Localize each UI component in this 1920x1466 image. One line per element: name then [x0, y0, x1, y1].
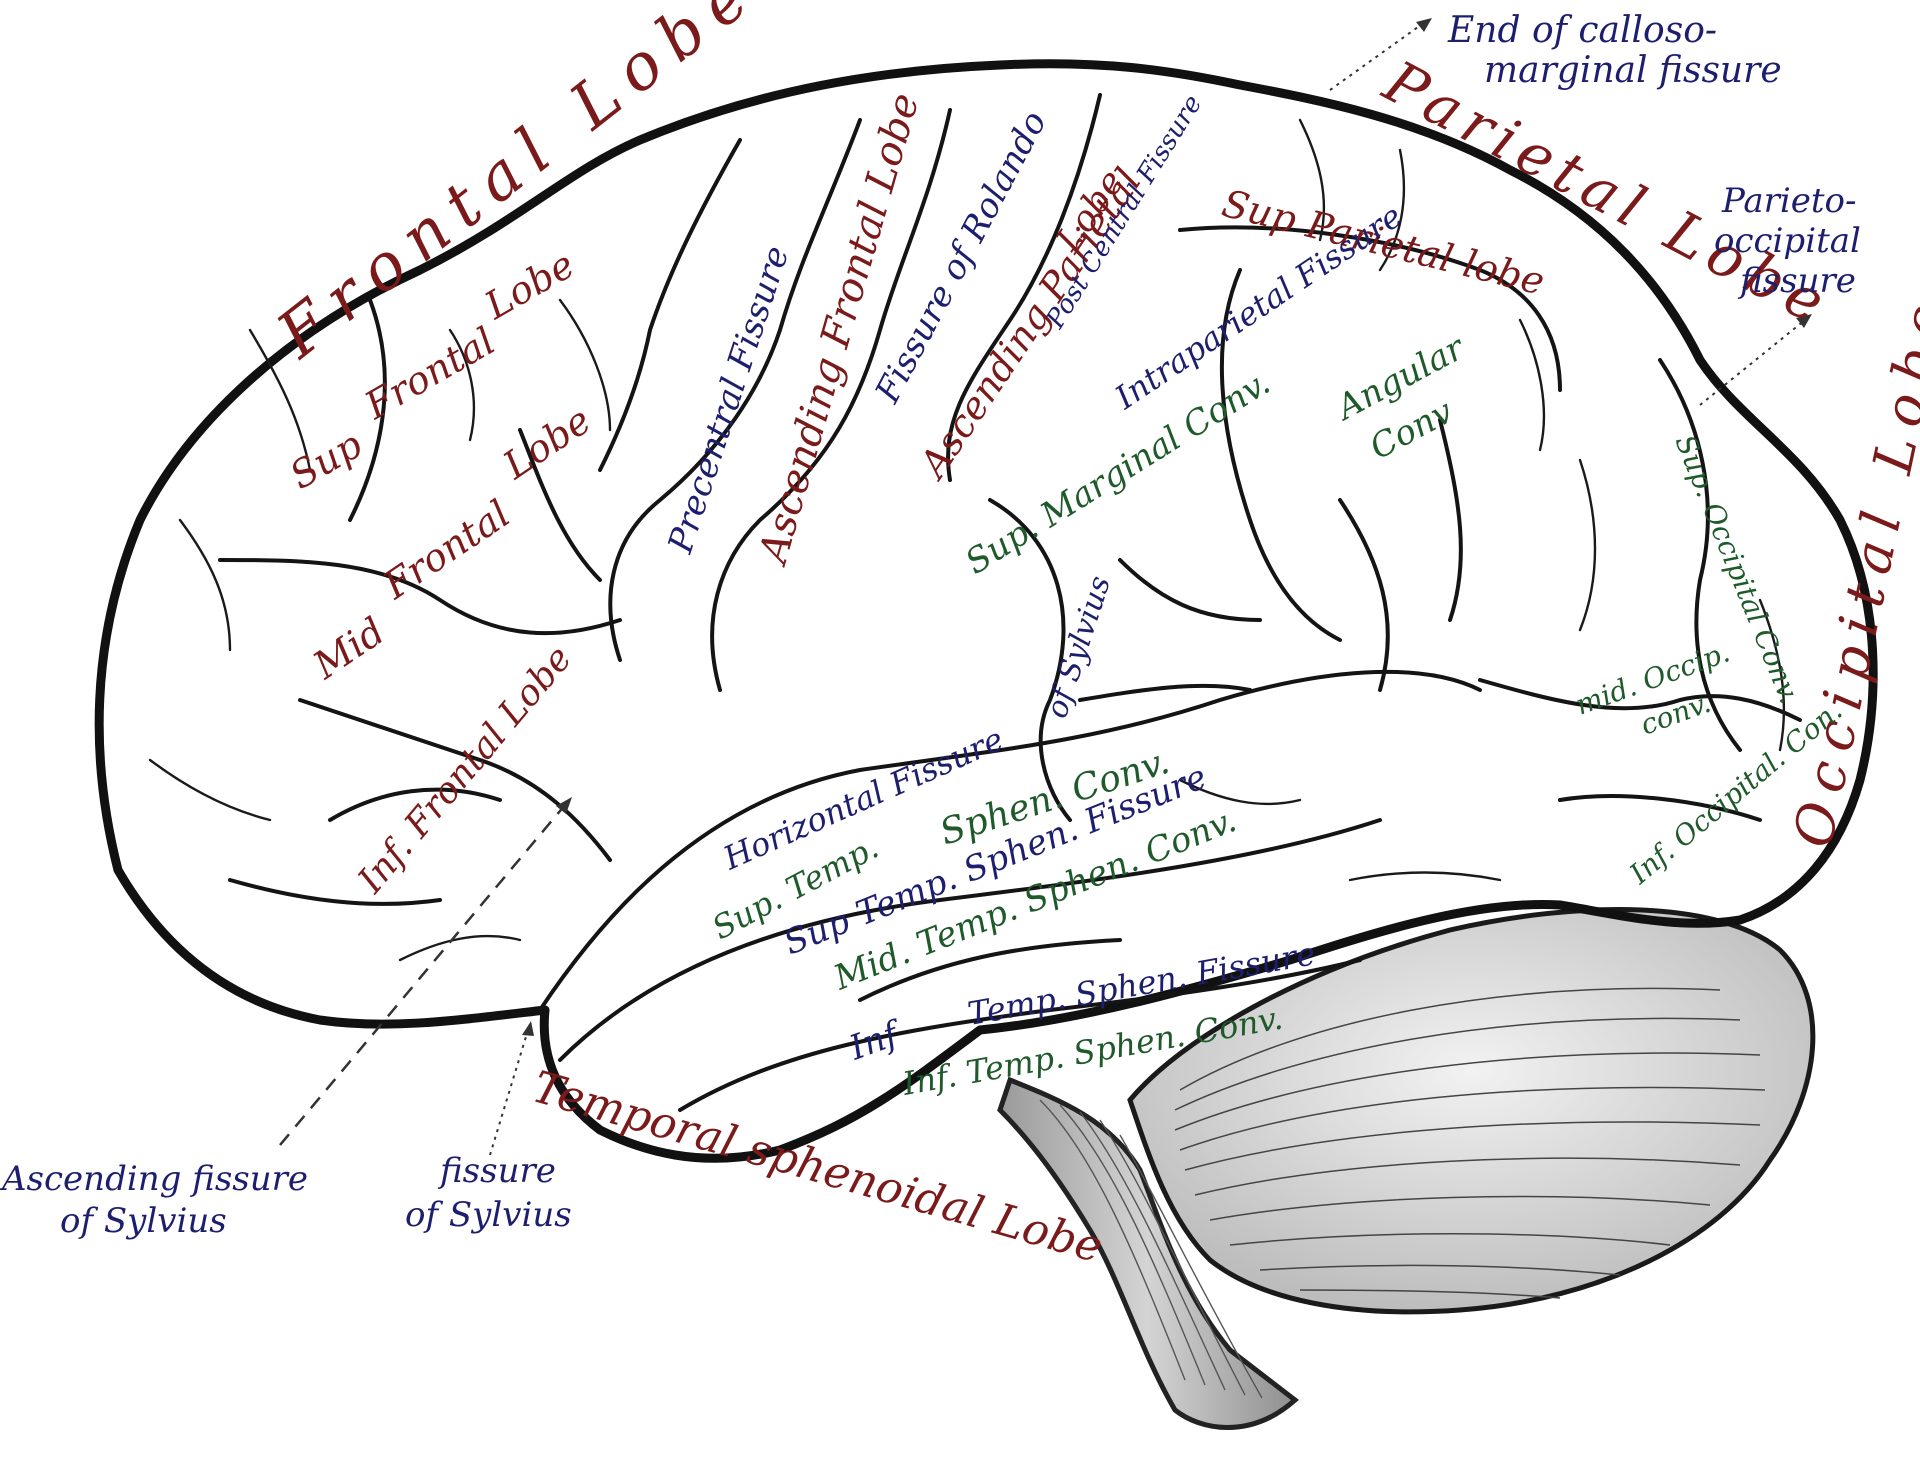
- callout-parieto-3: fissure: [1737, 261, 1856, 301]
- callout-ascending-sylvius-1: Ascending fissure: [0, 1159, 308, 1199]
- label-inf-frontal: Inf. Frontal Lobe: [350, 638, 580, 901]
- callout-calloso-1: End of calloso-: [1447, 10, 1717, 51]
- arrow-sylvius: [522, 1021, 534, 1036]
- callout-parieto-2: occipital: [1714, 221, 1861, 261]
- label-inf-prefix: Inf: [843, 1013, 908, 1069]
- label-sup-frontal-1: Sup: [283, 422, 370, 498]
- leader-calloso: [1329, 21, 1426, 91]
- cerebellum-folia: [1174, 987, 1766, 1299]
- brain-stem-striations: [1039, 1099, 1263, 1399]
- label-mid-frontal-2: Frontal: [375, 492, 518, 608]
- callout-parieto-1: Parieto-: [1721, 181, 1857, 221]
- leader-sylvius: [489, 1029, 529, 1156]
- leader-parieto: [1699, 319, 1806, 406]
- label-frontal-lobe: Frontal Lobe: [264, 0, 773, 373]
- label-occipital-lobe: Occipital Lobe: [1781, 287, 1920, 853]
- cerebellum: [1127, 907, 1816, 1315]
- sulci-minor: [148, 118, 1786, 962]
- label-sup-frontal-3: Lobe: [477, 242, 582, 328]
- sulci-major: [218, 93, 1802, 1112]
- arrow-ascending-sylvius: [556, 797, 572, 814]
- label-mid-frontal-1: Mid: [305, 609, 393, 688]
- arrow-calloso: [1416, 18, 1432, 32]
- cerebrum-outline: [94, 59, 1878, 1163]
- callout-sylvius-1: fissure: [437, 1151, 556, 1191]
- arrow-parieto: [1796, 314, 1812, 328]
- leader-ascending-sylvius: [279, 804, 566, 1146]
- label-of-sylvius-inner: of Sylvius: [1039, 572, 1118, 723]
- label-mid-frontal-3: Lobe: [495, 398, 599, 488]
- callout-calloso-2: marginal fissure: [1484, 50, 1782, 91]
- callout-sylvius-2: of Sylvius: [405, 1195, 572, 1235]
- callout-ascending-sylvius-2: of Sylvius: [60, 1201, 227, 1241]
